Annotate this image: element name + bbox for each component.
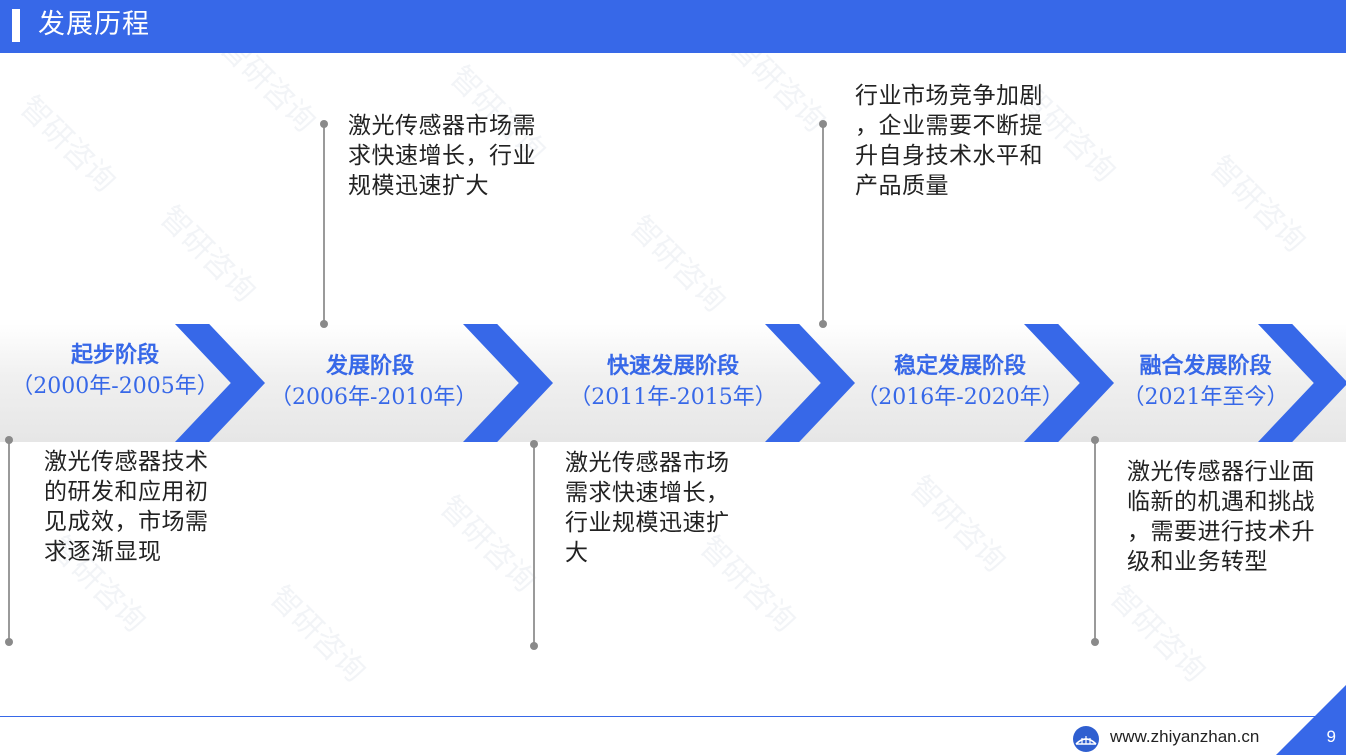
page-title: 发展历程 bbox=[38, 9, 150, 40]
description-line: 见成效，市场需 bbox=[44, 509, 209, 535]
description-line: 激光传感器市场需 bbox=[348, 113, 536, 139]
watermark-text: 智研咨询 bbox=[262, 579, 373, 690]
connector-dot bbox=[320, 120, 328, 128]
timeline-stage: 快速发展阶段 （2011年-2015年） bbox=[562, 351, 784, 413]
stage-name: 快速发展阶段 bbox=[606, 353, 739, 379]
stage-description: 激光传感器技术 的研发和应用初 见成效，市场需 求逐渐显现 bbox=[44, 447, 209, 567]
bridge-logo-icon bbox=[1073, 726, 1099, 752]
stage-description: 行业市场竞争加剧 ，企业需要不断提 升自身技术水平和 产品质量 bbox=[855, 81, 1043, 201]
description-line: 级和业务转型 bbox=[1127, 549, 1268, 575]
connector-line bbox=[1094, 440, 1096, 642]
description-line: 求快速增长，行业 bbox=[348, 143, 536, 169]
watermark-text: 智研咨询 bbox=[902, 469, 1013, 580]
connector-dot bbox=[5, 436, 13, 444]
connector-dot bbox=[1091, 436, 1099, 444]
watermark-text: 智研咨询 bbox=[12, 89, 123, 200]
header-accent-bar bbox=[12, 9, 20, 42]
connector-dot bbox=[530, 440, 538, 448]
connector-dot bbox=[1091, 638, 1099, 646]
page-header: 发展历程 bbox=[0, 0, 1346, 53]
stage-description: 激光传感器行业面 临新的机遇和挑战 ，需要进行技术升 级和业务转型 bbox=[1127, 457, 1315, 577]
timeline-stage: 起步阶段 （2000年-2005年） bbox=[0, 340, 230, 402]
description-line: 激光传感器行业面 bbox=[1127, 459, 1315, 485]
stage-period: （2000年-2005年） bbox=[11, 374, 219, 399]
watermark-text: 智研咨询 bbox=[152, 199, 263, 310]
watermark-text: 智研咨询 bbox=[622, 209, 733, 320]
description-line: 求逐渐显现 bbox=[44, 539, 162, 565]
watermark-text: 智研咨询 bbox=[1102, 579, 1213, 690]
footer-divider bbox=[0, 716, 1346, 717]
stage-description: 激光传感器市场需 求快速增长，行业 规模迅速扩大 bbox=[348, 111, 536, 201]
connector-line bbox=[533, 444, 535, 646]
timeline-stage: 稳定发展阶段 （2016年-2020年） bbox=[852, 351, 1068, 413]
timeline-stage: 融合发展阶段 （2021年至今） bbox=[1108, 351, 1303, 413]
connector-dot bbox=[819, 120, 827, 128]
stage-name: 发展阶段 bbox=[325, 353, 414, 379]
stage-period: （2006年-2010年） bbox=[270, 385, 478, 410]
timeline-stage: 发展阶段 （2006年-2010年） bbox=[270, 351, 478, 413]
stage-period: （2011年-2015年） bbox=[569, 385, 777, 410]
stage-name: 融合发展阶段 bbox=[1139, 353, 1272, 379]
description-line: ，企业需要不断提 bbox=[855, 113, 1043, 139]
description-line: 升自身技术水平和 bbox=[855, 143, 1043, 169]
description-line: 激光传感器市场 bbox=[565, 450, 730, 476]
description-line: 产品质量 bbox=[855, 173, 949, 199]
connector-line bbox=[8, 440, 10, 642]
connector-dot bbox=[530, 642, 538, 650]
description-line: 激光传感器技术 bbox=[44, 449, 209, 475]
stage-name: 起步阶段 bbox=[70, 342, 159, 368]
connector-dot bbox=[320, 320, 328, 328]
connector-line bbox=[822, 124, 824, 324]
watermark-text: 智研咨询 bbox=[432, 489, 543, 600]
stage-name: 稳定发展阶段 bbox=[893, 353, 1026, 379]
description-line: 行业市场竞争加剧 bbox=[855, 83, 1043, 109]
description-line: 的研发和应用初 bbox=[44, 479, 209, 505]
description-line: ，需要进行技术升 bbox=[1127, 519, 1315, 545]
description-line: 需求快速增长， bbox=[565, 480, 730, 506]
page-number: 9 bbox=[1326, 727, 1336, 746]
connector-dot bbox=[819, 320, 827, 328]
watermark-text: 智研咨询 bbox=[1202, 149, 1313, 260]
stage-period: （2016年-2020年） bbox=[856, 385, 1064, 410]
connector-dot bbox=[5, 638, 13, 646]
description-line: 大 bbox=[565, 540, 589, 566]
footer-url[interactable]: www.zhiyanzhan.cn bbox=[1110, 727, 1260, 746]
stage-period: （2021年至今） bbox=[1122, 385, 1289, 410]
description-line: 临新的机遇和挑战 bbox=[1127, 489, 1315, 515]
connector-line bbox=[323, 124, 325, 324]
description-line: 行业规模迅速扩 bbox=[565, 510, 730, 536]
description-line: 规模迅速扩大 bbox=[348, 173, 489, 199]
stage-description: 激光传感器市场 需求快速增长， 行业规模迅速扩 大 bbox=[565, 448, 730, 568]
